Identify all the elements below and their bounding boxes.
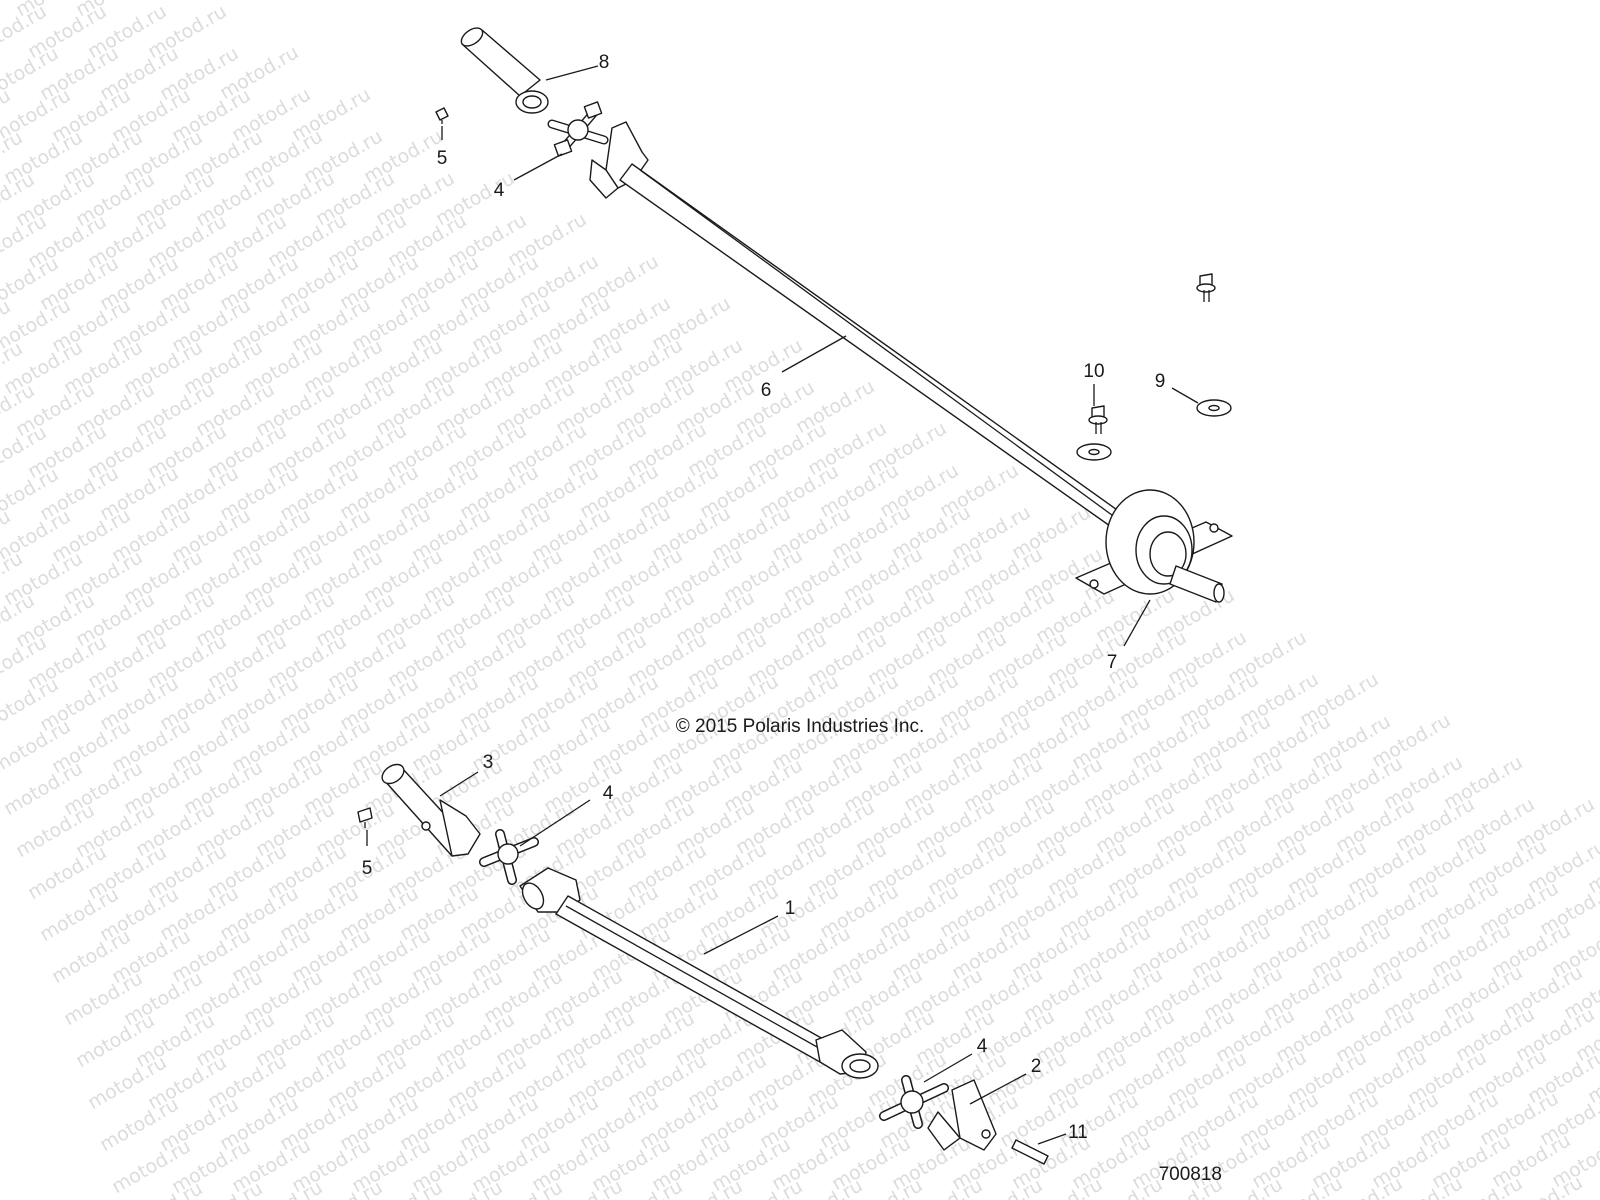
callout-11: 11: [1037, 1122, 1088, 1145]
callout-label: 6: [761, 380, 772, 401]
copyright-notice: © 2015 Polaris Industries Inc.: [676, 716, 924, 737]
u-joint-cross-part-4-lower-left: [479, 829, 539, 885]
prop-shaft-part-1: [519, 867, 879, 1079]
callout-label: 1: [785, 898, 796, 919]
callout-4-lower-right: 4: [923, 1036, 988, 1083]
prop-shaft-part-6: [589, 121, 1121, 527]
callout-label: 4: [603, 783, 614, 804]
callout-label: 5: [437, 148, 448, 169]
slip-yoke-part-8: [460, 27, 549, 114]
yoke-part-2: [927, 1079, 997, 1151]
bolt-part-10: [1076, 405, 1112, 461]
callout-7: 7: [1107, 599, 1151, 673]
callout-10: 10: [1083, 361, 1105, 406]
rear-prop-shaft-assembly: [357, 763, 1049, 1165]
callout-2: 2: [969, 1056, 1042, 1105]
roll-pin-part-11: [1011, 1139, 1049, 1165]
callout-3: 3: [439, 752, 494, 797]
slip-yoke-part-3: [381, 763, 481, 857]
carrier-bearing-part-7: [1075, 489, 1233, 603]
callout-label: 8: [599, 52, 610, 73]
grease-fitting-part-5-upper: [435, 107, 449, 124]
u-joint-cross-part-4-upper: [547, 101, 609, 157]
callout-label: 10: [1083, 361, 1104, 382]
callout-8: 8: [545, 52, 610, 81]
callout-4-upper: 4: [494, 153, 563, 201]
figure-number: 700818: [1159, 1164, 1222, 1185]
callout-label: 9: [1155, 371, 1166, 392]
callout-label: 7: [1107, 652, 1118, 673]
callout-9: 9: [1155, 371, 1199, 404]
callout-label: 11: [1068, 1122, 1088, 1143]
u-joint-cross-part-4-lower-right: [879, 1075, 949, 1129]
front-prop-shaft-assembly: [435, 27, 1233, 603]
callout-label: 3: [483, 752, 494, 773]
callout-6: 6: [761, 335, 847, 401]
callout-label: 5: [362, 858, 373, 879]
callout-4-lower-left: 4: [519, 783, 614, 847]
callout-label: 2: [1031, 1056, 1042, 1077]
callout-label: 4: [977, 1036, 988, 1057]
callout-label: 4: [494, 180, 505, 201]
bolt-part-9: [1196, 273, 1232, 417]
callout-1: 1: [703, 898, 796, 955]
callout-5-lower: 5: [362, 830, 373, 879]
callout-5-upper: 5: [437, 126, 448, 169]
grease-fitting-part-5-lower: [357, 807, 373, 828]
